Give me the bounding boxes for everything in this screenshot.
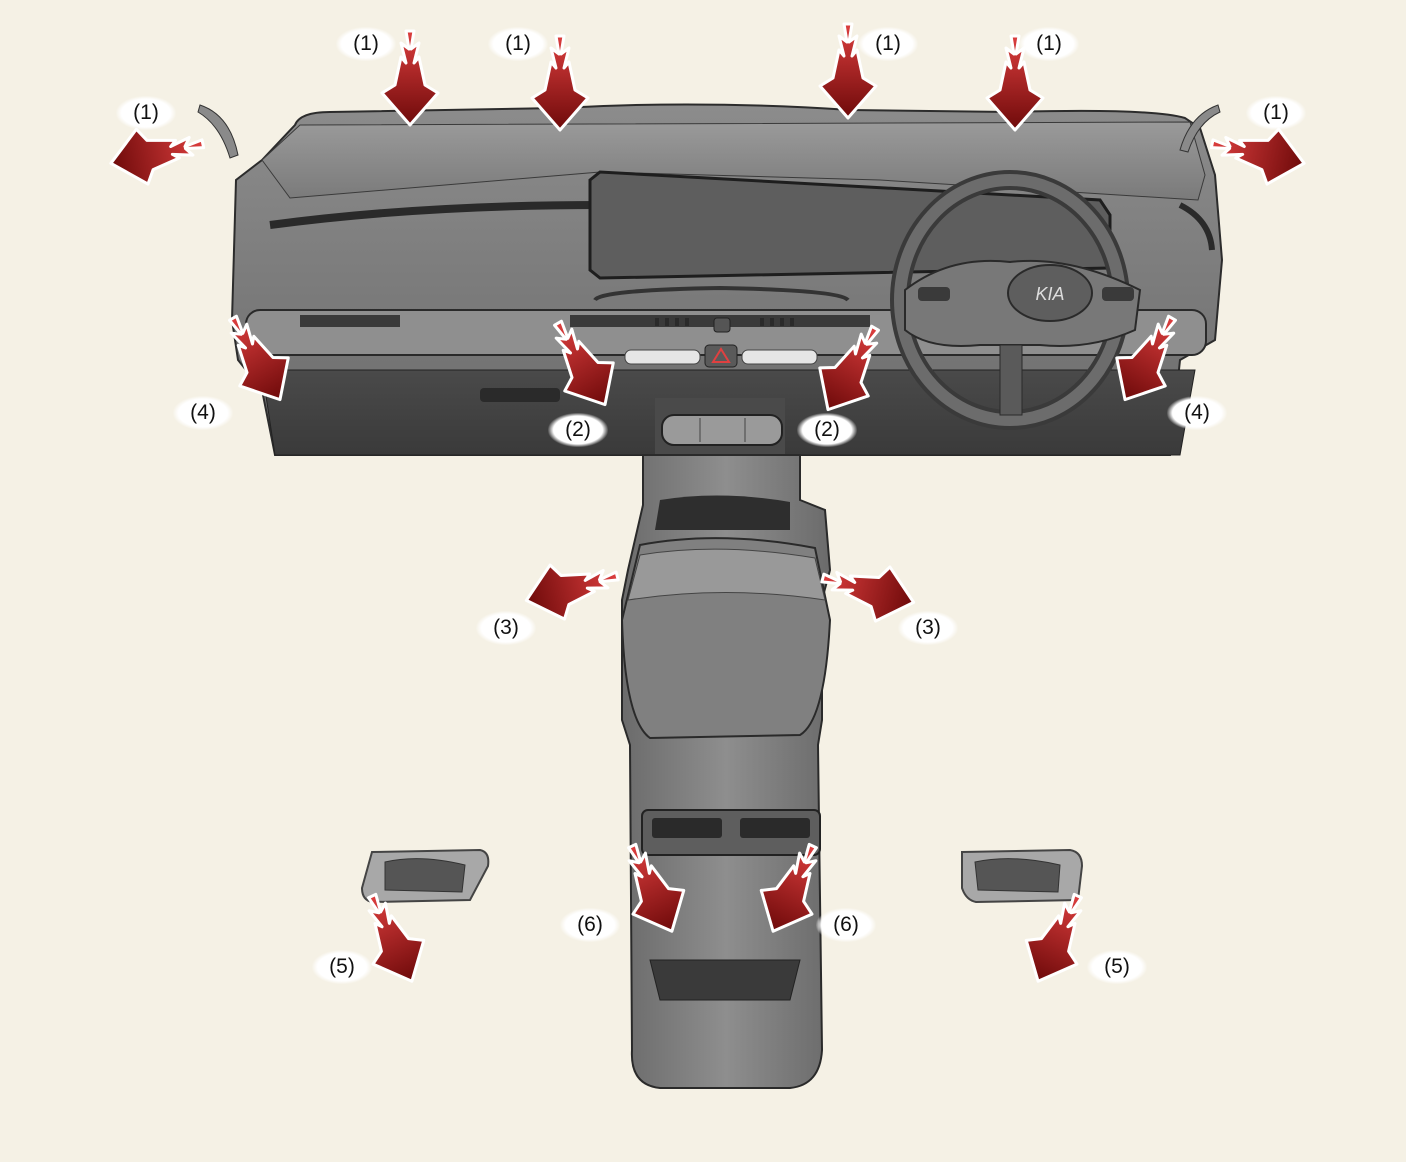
label-defrost-left: (1): [116, 96, 176, 130]
label-center-vent-left: (2): [548, 413, 608, 447]
label-defrost-1: (1): [336, 27, 396, 61]
steering-wheel: KIA: [890, 170, 1142, 430]
airflow-arrow-icon: [517, 547, 626, 629]
label-console-side-right: (3): [898, 611, 958, 645]
right-side-trim: [1179, 104, 1221, 153]
label-floor-right: (5): [1087, 950, 1147, 984]
label-console-side-left: (3): [476, 611, 536, 645]
label-side-vent-left: (4): [173, 396, 233, 430]
hazard-triangle-icon: [711, 347, 731, 363]
label-defrost-4: (1): [1019, 27, 1079, 61]
label-center-vent-right: (2): [797, 413, 857, 447]
label-defrost-right: (1): [1246, 96, 1306, 130]
center-console: [620, 454, 832, 1089]
floor-vent-left: [360, 848, 490, 904]
label-defrost-2: (1): [488, 27, 548, 61]
kia-logo: KIA: [1035, 284, 1064, 304]
label-rear-vent-left: (6): [560, 908, 620, 942]
label-floor-left: (5): [312, 950, 372, 984]
label-side-vent-right: (4): [1167, 396, 1227, 430]
label-defrost-3: (1): [858, 27, 918, 61]
left-side-trim: [197, 104, 239, 159]
label-rear-vent-right: (6): [816, 908, 876, 942]
floor-vent-right: [961, 848, 1084, 904]
